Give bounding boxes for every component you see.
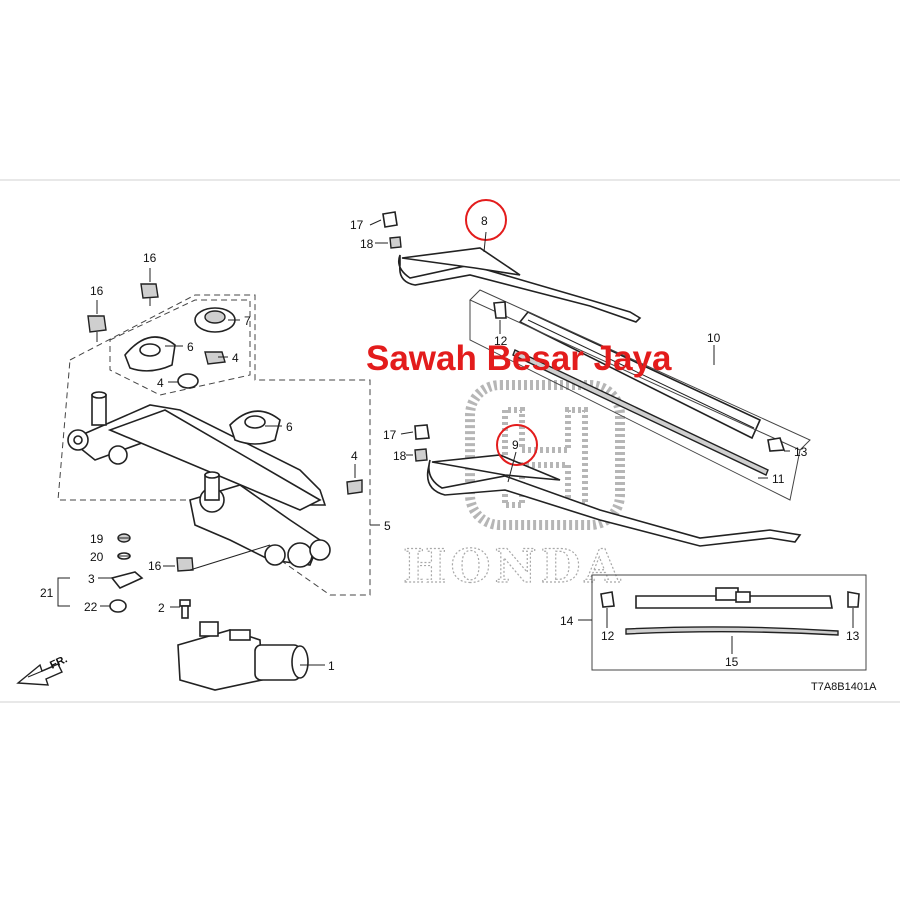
wiper-linkage-frame bbox=[67, 391, 331, 568]
leader-lines bbox=[57, 219, 854, 666]
bolt-lower bbox=[176, 557, 194, 572]
callout-6-upper: 6 bbox=[187, 340, 194, 354]
callout-14: 14 bbox=[560, 614, 574, 628]
callout-15: 15 bbox=[725, 655, 739, 669]
callout-22: 22 bbox=[84, 600, 98, 614]
front-direction-arrow: FR. bbox=[16, 653, 69, 686]
linkage-subgroup-outline bbox=[109, 299, 251, 396]
callout-13-lower: 13 bbox=[846, 629, 860, 643]
bolt-upper-center bbox=[140, 283, 159, 306]
wiper-motor bbox=[177, 621, 309, 691]
callout-7: 7 bbox=[244, 314, 251, 328]
blade-group-outline-lower bbox=[469, 300, 801, 501]
callout-4-left: 4 bbox=[157, 376, 164, 390]
callout-3: 3 bbox=[88, 572, 95, 586]
replacement-wiper-blade bbox=[635, 587, 833, 609]
highlight-circle-part-9 bbox=[496, 424, 538, 466]
store-watermark-text: Sawah Besar Jaya bbox=[366, 339, 672, 378]
pivot-cap-upper bbox=[124, 336, 176, 372]
callout-17-lower: 17 bbox=[383, 428, 397, 442]
crank-arm-3 bbox=[110, 571, 144, 589]
cap-22 bbox=[109, 599, 127, 613]
blade-kit-cap-12 bbox=[600, 591, 615, 608]
wiper-arm-driver bbox=[397, 247, 642, 323]
arm-nut-18-lower bbox=[414, 448, 428, 462]
callout-16-left: 16 bbox=[90, 284, 104, 298]
callout-10: 10 bbox=[707, 331, 721, 345]
callout-4-upper: 4 bbox=[232, 351, 239, 365]
callout-16-center: 16 bbox=[143, 251, 157, 265]
pivot-cap-lower bbox=[229, 410, 281, 445]
callout-12-lower: 12 bbox=[601, 629, 615, 643]
cap-small bbox=[177, 373, 199, 389]
front-direction-label: FR. bbox=[48, 653, 69, 671]
callout-19: 19 bbox=[90, 532, 104, 546]
blade-kit-box bbox=[591, 574, 867, 671]
callout-5: 5 bbox=[384, 519, 391, 533]
callout-1: 1 bbox=[328, 659, 335, 673]
callout-16-lower: 16 bbox=[148, 559, 162, 573]
blade-group-outline bbox=[469, 289, 811, 451]
linkage-group-outline bbox=[57, 294, 371, 596]
arm-cap-17-upper bbox=[382, 211, 398, 228]
honda-brand-text: HONDA bbox=[403, 539, 624, 593]
callout-18-upper: 18 bbox=[360, 237, 374, 251]
nut-upper bbox=[204, 351, 226, 365]
callout-2: 2 bbox=[158, 601, 165, 615]
pivot-washer bbox=[194, 307, 236, 333]
callout-4-right: 4 bbox=[351, 449, 358, 463]
blade-end-cap-12 bbox=[493, 301, 507, 319]
callout-11: 11 bbox=[772, 472, 785, 486]
callout-6-lower: 6 bbox=[286, 420, 293, 434]
wiper-rubber-driver bbox=[512, 349, 769, 476]
callout-9: 9 bbox=[512, 438, 519, 452]
blade-end-cap-13 bbox=[767, 437, 786, 452]
bolt-upper-left bbox=[87, 315, 107, 342]
callout-13-upper: 13 bbox=[794, 445, 808, 459]
callout-21: 21 bbox=[40, 586, 54, 600]
wiper-arm-passenger bbox=[426, 454, 802, 547]
honda-watermark-logo: HONDA bbox=[402, 380, 625, 594]
nut-right bbox=[346, 479, 363, 495]
wiper-blade-driver bbox=[518, 311, 762, 440]
callout-12-upper: 12 bbox=[494, 334, 508, 348]
callout-18-lower: 18 bbox=[393, 449, 407, 463]
highlight-circle-part-8 bbox=[465, 199, 507, 241]
arm-nut-18-upper bbox=[389, 236, 402, 249]
callout-8: 8 bbox=[481, 214, 488, 228]
callout-20: 20 bbox=[90, 550, 104, 564]
mounting-bolt bbox=[179, 599, 191, 619]
diagram-code: T7A8B1401A bbox=[811, 681, 877, 693]
replacement-rubber bbox=[625, 626, 839, 636]
callout-17-upper: 17 bbox=[350, 218, 364, 232]
blade-kit-cap-13 bbox=[847, 591, 860, 608]
arm-cap-17-lower bbox=[414, 424, 430, 440]
